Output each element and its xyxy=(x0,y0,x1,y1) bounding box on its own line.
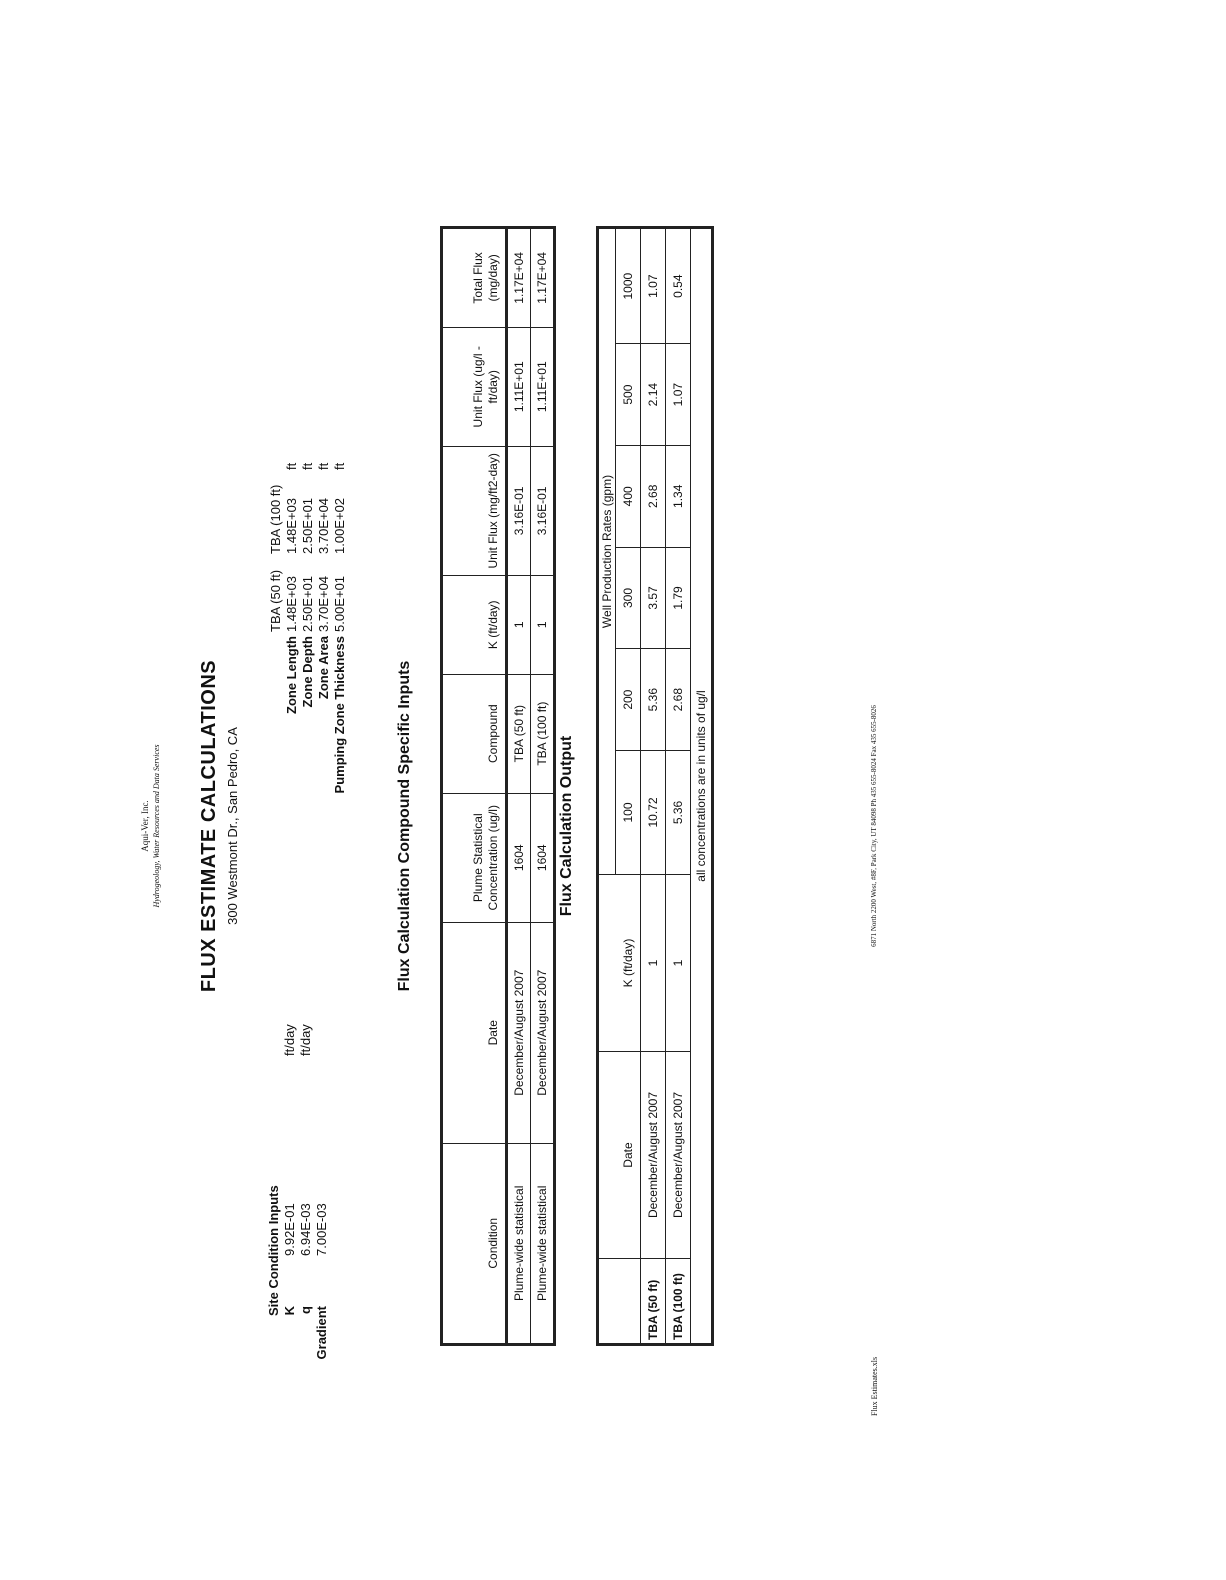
table-header-row: Condition Date Plume Statistical Concent… xyxy=(441,227,507,1345)
table-cell: 3.16E-01 xyxy=(506,446,531,576)
table-row: TBA (50 ft) December/August 2007 1 10.72… xyxy=(640,227,666,1345)
table-cell: December/August 2007 xyxy=(665,1051,691,1259)
zone-input-value-2: 2.50E+01 xyxy=(300,497,315,554)
zone-input-label: Zone Depth xyxy=(300,636,315,708)
flux-output-table: Well Production Rates (gpm) Date K (ft/d… xyxy=(596,226,714,1346)
column-header: K (ft/day) xyxy=(441,575,507,675)
column-header: Date xyxy=(615,1051,641,1259)
company-name: Aqui-Ver, Inc. xyxy=(140,800,150,852)
zone-input-label: Zone Length xyxy=(284,636,299,714)
column-header: Unit Flux (mg/ft2-day) xyxy=(441,446,507,576)
table-row: Plume-wide statistical December/August 2… xyxy=(506,227,531,1345)
column-header: Unit Flux (ug/l - ft/day) xyxy=(441,327,507,447)
table-cell: 2.68 xyxy=(665,648,691,751)
table-cell: 1.11E+01 xyxy=(530,327,555,447)
zone-input-value-1: 1.48E+03 xyxy=(284,575,299,632)
table-cell: 1 xyxy=(640,874,666,1052)
table-cell: 10.72 xyxy=(640,750,666,875)
table-row: Plume-wide statistical December/August 2… xyxy=(530,227,555,1345)
table-cell: 1.17E+04 xyxy=(530,227,555,328)
table-row: TBA (100 ft) December/August 2007 1 5.36… xyxy=(665,227,691,1345)
footer-contact: 6871 North 2200 West, #8F, Park City, UT… xyxy=(870,705,878,947)
column-header: Condition xyxy=(441,1143,507,1345)
table-cell: 2.14 xyxy=(640,343,666,446)
column-header: Total Flux (mg/day) xyxy=(441,227,507,328)
zone-input-unit: ft xyxy=(284,462,299,470)
zone-input-value-2: 1.00E+02 xyxy=(332,497,347,554)
row-header: TBA (100 ft) xyxy=(665,1258,691,1345)
rotated-page: Aqui-Ver, Inc. Hydrogeology, Water Resou… xyxy=(90,196,910,1456)
column-header: 1000 xyxy=(615,227,641,344)
table-cell: 1.79 xyxy=(665,547,691,649)
column-header: 300 xyxy=(615,547,641,649)
column-header: Compound xyxy=(441,674,507,794)
table-cell: 5.36 xyxy=(640,648,666,751)
table-cell: 5.36 xyxy=(665,750,691,875)
empty-cell xyxy=(615,1258,641,1345)
compound-table-title: Flux Calculation Compound Specific Input… xyxy=(396,660,413,992)
zone-input-unit: ft xyxy=(300,462,315,470)
table-cell: TBA (50 ft) xyxy=(506,674,531,794)
table-cell: 3.16E-01 xyxy=(530,446,555,576)
site-address: 300 Westmont Dr., San Pedro, CA xyxy=(225,727,240,925)
table-cell: Plume-wide statistical xyxy=(530,1143,555,1345)
column-header: 200 xyxy=(615,648,641,751)
zone-col2-header: TBA (100 ft) xyxy=(268,484,283,554)
zone-input-value-1: 3.70E+04 xyxy=(316,575,331,632)
zone-input-row: Pumping Zone Thickness 5.00E+01 1.00E+02… xyxy=(332,196,347,1456)
column-header: 500 xyxy=(615,343,641,446)
empty-cell xyxy=(597,874,616,1052)
zone-input-value-1: 5.00E+01 xyxy=(332,575,347,632)
column-header: Plume Statistical Concentration (ug/l) xyxy=(441,793,507,923)
group-header: Well Production Rates (gpm) xyxy=(597,227,616,875)
table-cell: 3.57 xyxy=(640,547,666,649)
zone-col1-header: TBA (50 ft) xyxy=(268,569,283,632)
zone-input-label: Zone Area xyxy=(316,636,331,700)
table-header-row: Date K (ft/day) 100 200 300 400 500 1000 xyxy=(615,227,641,1345)
table-cell: 1 xyxy=(506,575,531,675)
empty-corner-cell xyxy=(597,1258,616,1345)
table-cell: December/August 2007 xyxy=(530,922,555,1144)
table-cell: 1.17E+04 xyxy=(506,227,531,328)
table-cell: 1.11E+01 xyxy=(506,327,531,447)
column-header: K (ft/day) xyxy=(615,874,641,1052)
output-table-title: Flux Calculation Output xyxy=(558,735,575,917)
table-cell: 2.68 xyxy=(640,445,666,548)
table-cell: 1604 xyxy=(530,793,555,923)
table-cell: 1.07 xyxy=(665,343,691,446)
company-tagline: Hydrogeology, Water Resources and Data S… xyxy=(152,744,161,908)
site-inputs-heading: Site Condition Inputs xyxy=(266,1185,281,1316)
zone-input-row: Zone Depth 2.50E+01 2.50E+01 ft xyxy=(300,196,315,1456)
units-note: all concentrations are in units of ug/l xyxy=(690,227,713,1345)
zone-input-unit: ft xyxy=(332,462,347,470)
zone-input-row: Zone Length 1.48E+03 1.48E+03 ft xyxy=(284,196,299,1456)
zone-input-row: Zone Area 3.70E+04 3.70E+04 ft xyxy=(316,196,331,1456)
zone-input-value-2: 3.70E+04 xyxy=(316,497,331,554)
zone-input-value-2: 1.48E+03 xyxy=(284,497,299,554)
table-cell: December/August 2007 xyxy=(506,922,531,1144)
table-cell: 0.54 xyxy=(665,227,691,344)
zone-input-label: Pumping Zone Thickness xyxy=(332,636,347,794)
table-cell: 1.34 xyxy=(665,445,691,548)
table-note-row: all concentrations are in units of ug/l xyxy=(690,227,713,1345)
column-header: 400 xyxy=(615,445,641,548)
row-header: TBA (50 ft) xyxy=(640,1258,666,1345)
company-letterhead: Aqui-Ver, Inc. Hydrogeology, Water Resou… xyxy=(140,196,162,1456)
empty-cell xyxy=(597,1051,616,1259)
table-cell: 1 xyxy=(665,874,691,1052)
compound-inputs-table: Condition Date Plume Statistical Concent… xyxy=(440,226,556,1346)
table-cell: December/August 2007 xyxy=(640,1051,666,1259)
column-header: Date xyxy=(441,922,507,1144)
page-title: FLUX ESTIMATE CALCULATIONS xyxy=(198,659,220,993)
table-cell: TBA (100 ft) xyxy=(530,674,555,794)
table-cell: 1.07 xyxy=(640,227,666,344)
table-cell: 1 xyxy=(530,575,555,675)
table-cell: 1604 xyxy=(506,793,531,923)
table-cell: Plume-wide statistical xyxy=(506,1143,531,1345)
column-header: 100 xyxy=(615,750,641,875)
zone-input-value-1: 2.50E+01 xyxy=(300,575,315,632)
table-group-header-row: Well Production Rates (gpm) xyxy=(597,227,616,1345)
zone-input-unit: ft xyxy=(316,462,331,470)
